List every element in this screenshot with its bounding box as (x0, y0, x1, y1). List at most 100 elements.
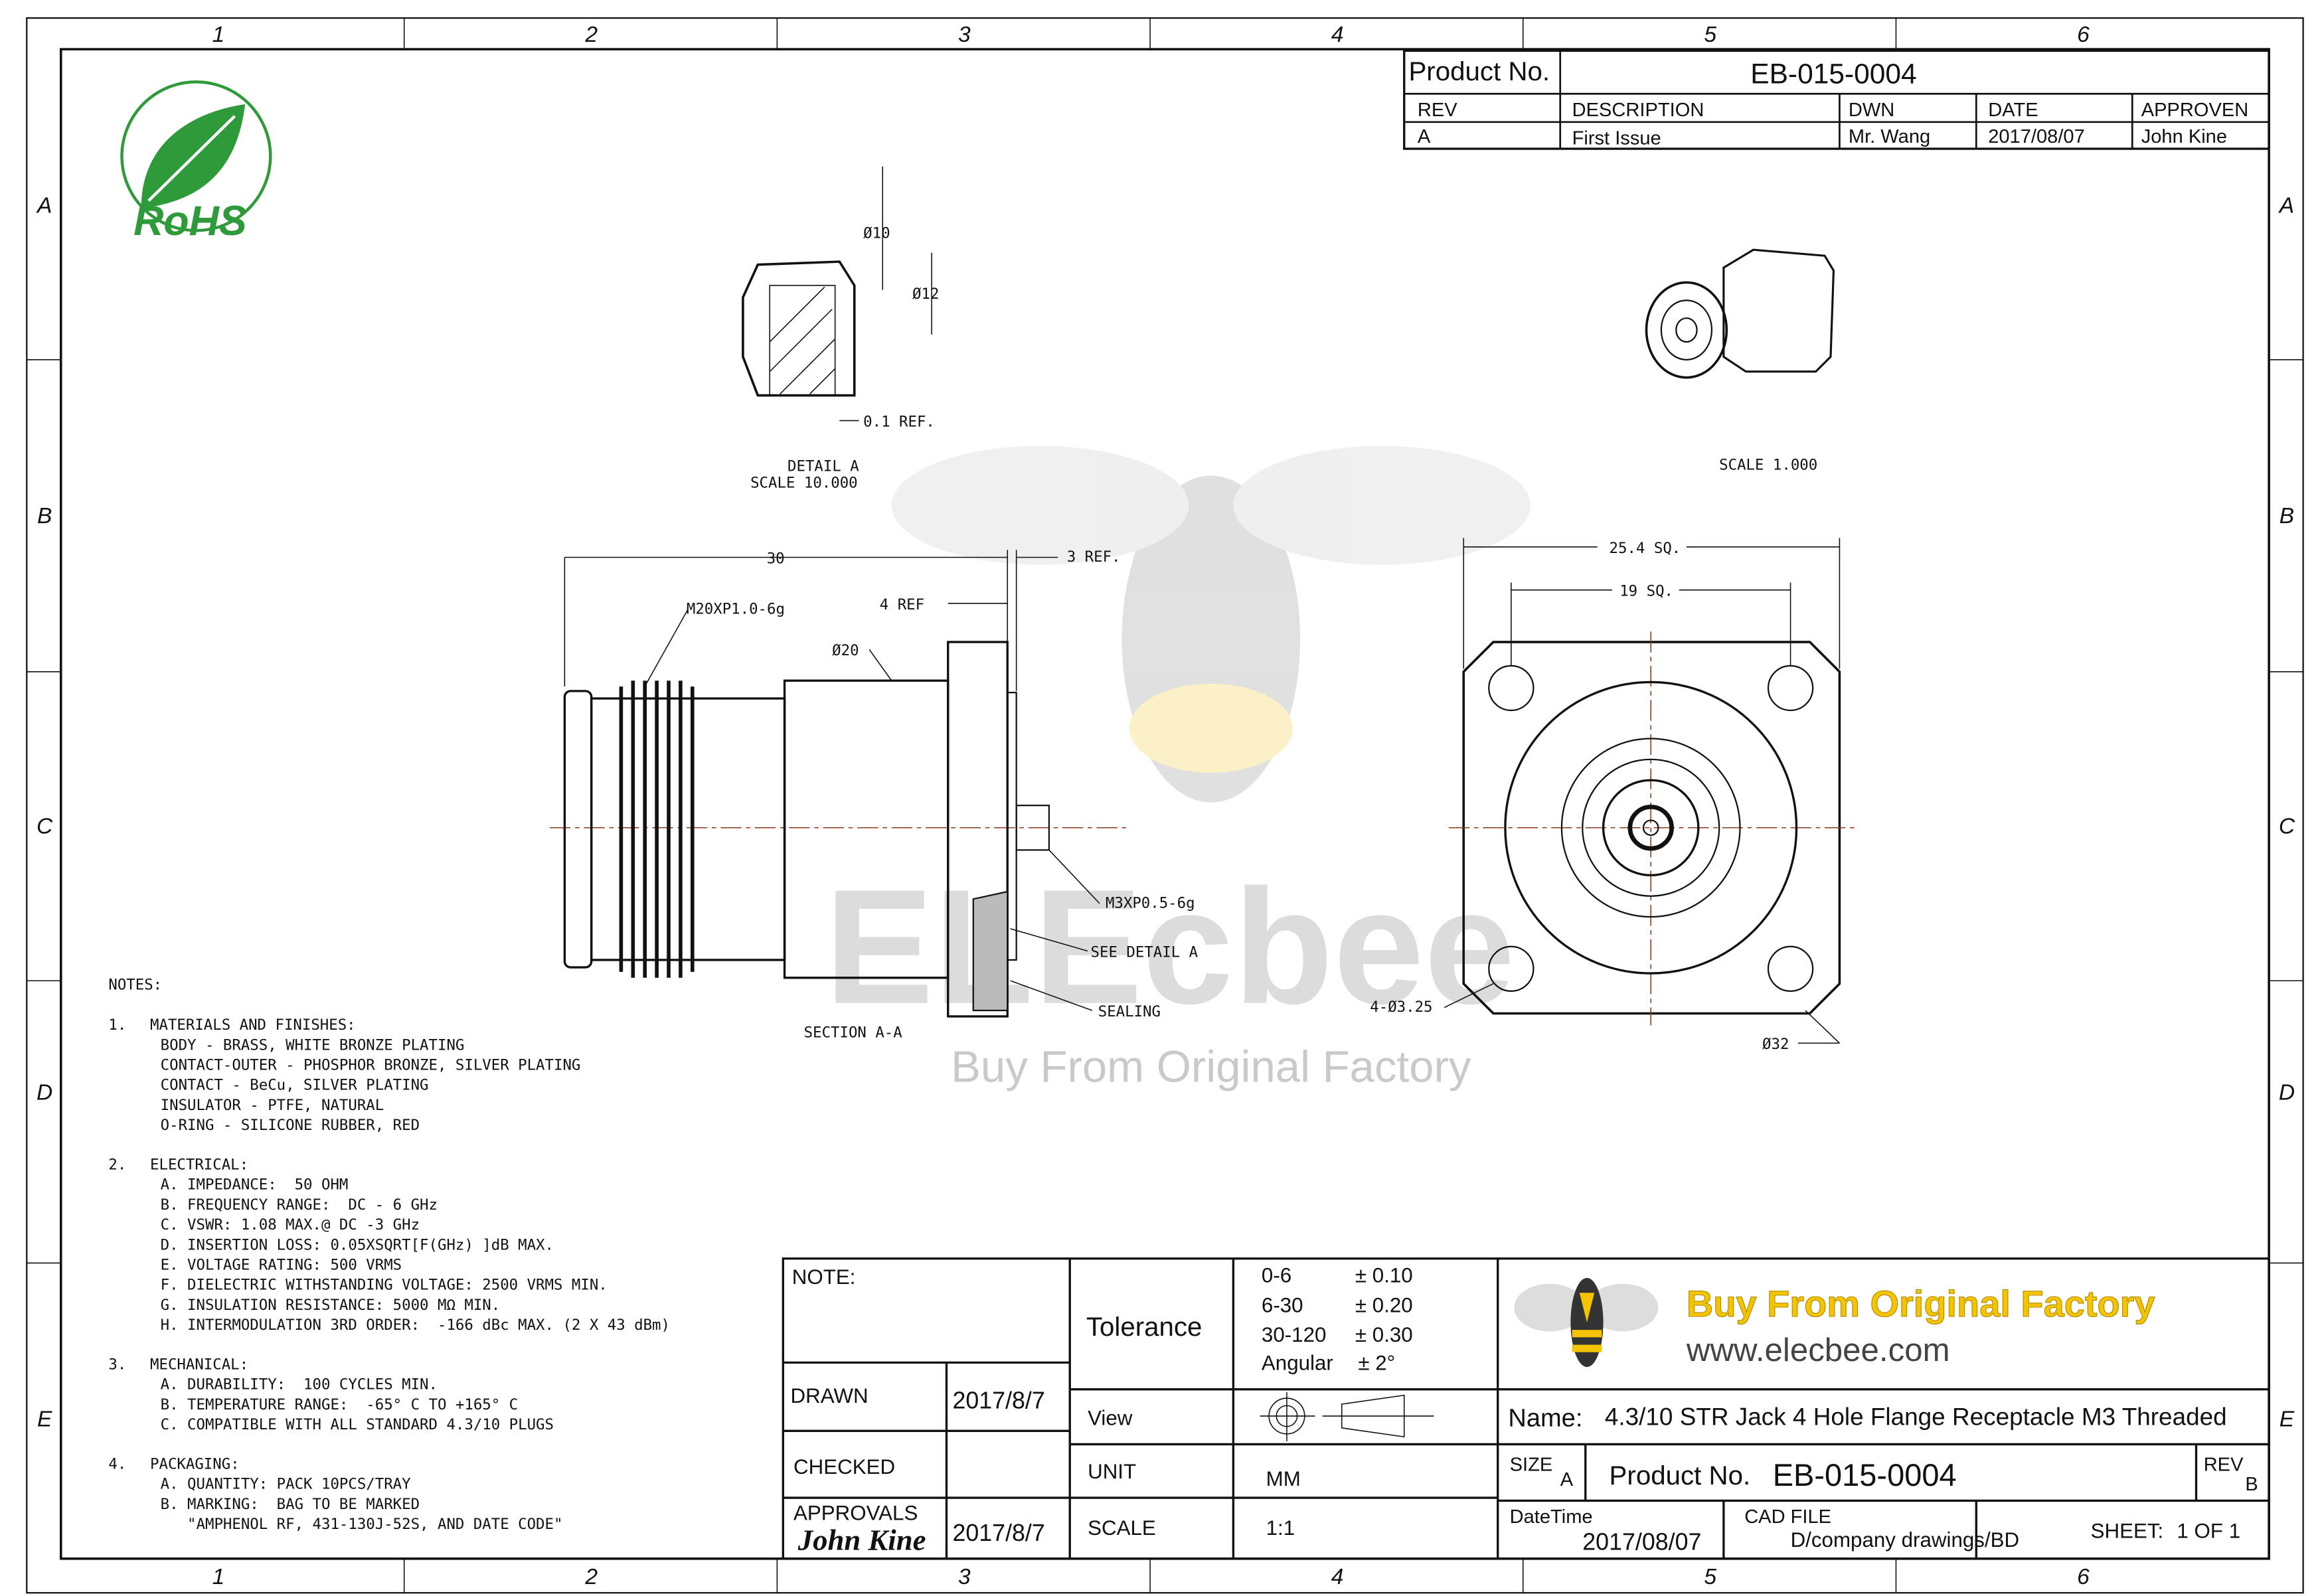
svg-text:4-Ø3.25: 4-Ø3.25 (1370, 998, 1432, 1016)
drawn-date: 2017/8/7 (952, 1388, 1044, 1414)
col-label: 2 (584, 23, 598, 47)
rohs-logo: RoHS (120, 80, 272, 244)
row-label: E (37, 1407, 52, 1432)
product-no-value: EB-015-0004 (1773, 1457, 1957, 1492)
note-item: D. INSERTION LOSS: 0.05XSQRT[F(GHz) ]dB … (161, 1236, 554, 1253)
brand-url: www.elecbee.com (1686, 1332, 1950, 1368)
front-view: 25.4 SQ. 19 SQ. 4-Ø3.25 Ø32 (1370, 534, 1858, 1053)
approvals-date: 2017/8/7 (952, 1520, 1044, 1546)
note-item: BODY - BRASS, WHITE BRONZE PLATING (161, 1036, 465, 1054)
note-item: CONTACT - BeCu, SILVER PLATING (161, 1077, 429, 1094)
notes: NOTES: 1. MATERIALS AND FINISHES: BODY - B… (108, 977, 670, 1533)
col-label: 5 (1704, 1565, 1716, 1589)
note-section-number: 4. (108, 1455, 126, 1473)
row-label: D (37, 1080, 52, 1105)
description-header: DESCRIPTION (1572, 100, 1704, 121)
svg-text:SEE DETAIL A: SEE DETAIL A (1091, 943, 1199, 961)
tolerance-value: ± 0.10 (1355, 1264, 1413, 1287)
svg-text:Ø20: Ø20 (832, 642, 859, 659)
col-label: 5 (1704, 23, 1716, 47)
dwn-cell: Mr. Wang (1849, 126, 1930, 147)
svg-text:ELEcbee: ELEcbee (825, 856, 1515, 1038)
brand-slogan: Buy From Original Factory (1687, 1283, 2155, 1324)
product-no-label: Product No. (1408, 56, 1550, 86)
rev-cell: A (1418, 126, 1431, 147)
unit-value: MM (1266, 1467, 1301, 1490)
svg-text:Ø10: Ø10 (863, 224, 890, 242)
svg-text:RoHS: RoHS (133, 198, 247, 244)
sheet-border: 1 2 3 4 5 6 1 2 3 4 5 6 A B C D E A B C … (26, 17, 2304, 1594)
size-label: SIZE (1510, 1455, 1553, 1476)
note-section-number: 3. (108, 1356, 126, 1373)
col-label: 4 (1331, 23, 1344, 47)
note-item: O-RING - SILICONE RUBBER, RED (161, 1117, 420, 1134)
svg-text:SEALING: SEALING (1098, 1003, 1161, 1020)
view-label: View (1088, 1406, 1133, 1429)
row-label: B (37, 504, 52, 528)
svg-text:M20XP1.0-6g: M20XP1.0-6g (687, 601, 785, 618)
note-item: E. VOLTAGE RATING: 500 VRMS (161, 1257, 402, 1274)
notes-title: NOTES: (108, 977, 162, 994)
date-header: DATE (1988, 100, 2038, 121)
product-no-label: Product No. (1610, 1461, 1751, 1490)
scale-label: SCALE (1088, 1516, 1156, 1540)
note-item: INSULATOR - PTFE, NATURAL (161, 1097, 384, 1114)
row-label: A (36, 193, 52, 218)
name-label: Name: (1508, 1405, 1582, 1433)
description-cell: First Issue (1572, 127, 1661, 149)
note-item: C. COMPATIBLE WITH ALL STANDARD 4.3/10 P… (161, 1416, 554, 1433)
title-block: NOTE: DRAWN 2017/8/7 CHECKED APPROVALS J… (782, 1257, 2270, 1560)
elecbee-bee-icon (1514, 1277, 1659, 1368)
tolerance-label: Tolerance (1086, 1312, 1202, 1342)
tolerance-range: 0-6 (1262, 1264, 1291, 1287)
revision-table: Product No. EB-015-0004 REV DESCRIPTION … (1403, 49, 2270, 150)
drawn-label: DRAWN (791, 1384, 869, 1407)
svg-text:SCALE 1.000: SCALE 1.000 (1719, 456, 1817, 473)
note-section-title: MATERIALS AND FINISHES: (150, 1016, 356, 1034)
svg-text:Ø32: Ø32 (1762, 1036, 1789, 1053)
tolerance-value: ± 0.30 (1355, 1323, 1413, 1346)
tolerance-value: ± 0.20 (1355, 1293, 1413, 1317)
watermark-tagline: Buy From Original Factory (951, 1042, 1471, 1091)
note-section-number: 2. (108, 1156, 126, 1173)
note-section-number: 1. (108, 1016, 126, 1034)
approven-cell: John Kine (2141, 126, 2227, 147)
note-item: A. DURABILITY: 100 CYCLES MIN. (161, 1376, 438, 1394)
svg-text:DETAIL A: DETAIL A (787, 458, 859, 475)
col-label: 3 (958, 23, 971, 47)
row-label: C (37, 815, 53, 839)
note-section-title: ELECTRICAL: (150, 1156, 248, 1173)
note-label: NOTE: (792, 1265, 856, 1289)
approvals-signature: John Kine (797, 1523, 926, 1556)
dwn-header: DWN (1849, 100, 1894, 121)
scale-value: 1:1 (1266, 1516, 1295, 1540)
col-label: 6 (2077, 1565, 2090, 1589)
rev-value: B (2245, 1474, 2258, 1495)
svg-text:4 REF: 4 REF (880, 596, 924, 613)
svg-text:30: 30 (767, 550, 785, 567)
sheet-label: SHEET: (2091, 1519, 2164, 1542)
svg-text:SCALE 10.000: SCALE 10.000 (750, 474, 858, 491)
note-item: A. IMPEDANCE: 50 OHM (161, 1176, 349, 1194)
name-value: 4.3/10 STR Jack 4 Hole Flange Receptacle… (1605, 1403, 2227, 1430)
svg-text:19 SQ.: 19 SQ. (1619, 583, 1673, 600)
svg-text:25.4 SQ.: 25.4 SQ. (1610, 540, 1681, 557)
col-label: 6 (2077, 23, 2090, 47)
datetime-value: 2017/08/07 (1582, 1528, 1701, 1555)
col-label: 1 (212, 1565, 225, 1589)
note-item: G. INSULATION RESISTANCE: 5000 MΩ MIN. (161, 1297, 501, 1314)
approven-header: APPROVEN (2141, 100, 2249, 121)
col-label: 4 (1331, 1565, 1344, 1589)
note-item: B. TEMPERATURE RANGE: -65° C TO +165° C (161, 1396, 518, 1413)
product-no-value: EB-015-0004 (1750, 59, 1916, 90)
svg-text:3 REF.: 3 REF. (1067, 548, 1121, 566)
svg-text:Ø12: Ø12 (912, 285, 939, 303)
note-item: A. QUANTITY: PACK 10PCS/TRAY (161, 1476, 411, 1493)
approvals-label: APPROVALS (793, 1502, 918, 1525)
row-label: D (2279, 1080, 2295, 1105)
svg-text:SECTION A-A: SECTION A-A (804, 1024, 903, 1041)
svg-text:0.1 REF.: 0.1 REF. (863, 414, 935, 431)
datetime-label: DateTime (1510, 1506, 1593, 1528)
tolerance-range: Angular (1262, 1352, 1333, 1375)
